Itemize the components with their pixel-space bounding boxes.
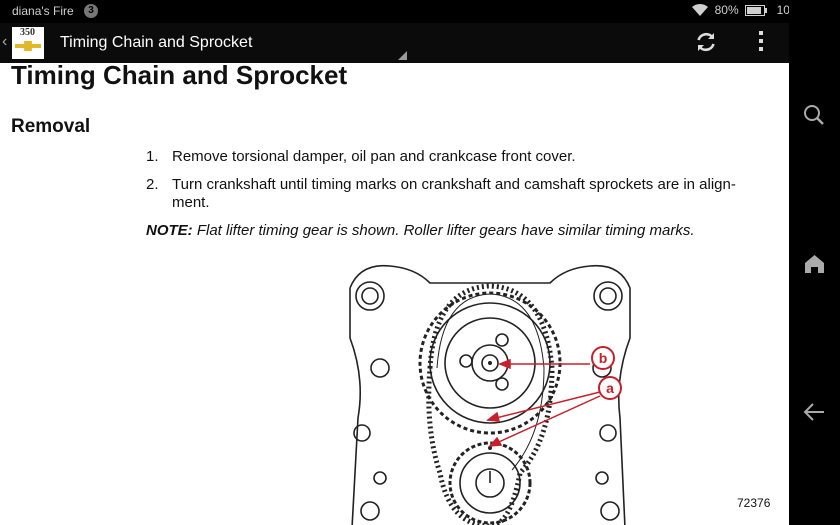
note-label: NOTE: [146, 222, 193, 239]
step-text-line1: Turn crankshaft until timing marks on cr… [172, 176, 736, 193]
document-view[interactable]: Timing Chain and Sprocket Removal 1. Rem… [0, 63, 789, 525]
bolt-hole [599, 424, 617, 442]
action-bar: ‹ 350 Timing Chain and Sprocket [0, 23, 789, 63]
bowtie-icon [15, 41, 41, 51]
callout-b-label: b [599, 350, 608, 366]
figure-reference: 72376 [737, 496, 771, 510]
document-heading: Timing Chain and Sprocket [11, 63, 348, 90]
callout-lines [486, 358, 601, 447]
step-text: Remove torsional damper, oil pan and cra… [172, 148, 576, 165]
crankshaft-sprocket [448, 441, 532, 525]
battery-icon [744, 4, 767, 16]
search-icon[interactable] [789, 103, 840, 127]
home-icon[interactable] [789, 252, 840, 276]
engine-block-outline [349, 264, 631, 525]
bolt-hole [593, 281, 623, 311]
device-owner: diana's Fire [12, 4, 74, 18]
camshaft-sprocket [418, 291, 562, 435]
notification-badge[interactable]: 3 [84, 4, 98, 18]
timing-chain [426, 283, 555, 525]
refresh-icon[interactable] [694, 30, 718, 54]
page-title[interactable]: Timing Chain and Sprocket [60, 34, 253, 51]
bolt-hole [355, 281, 385, 311]
overflow-menu-icon[interactable] [756, 31, 766, 55]
navigation-bar [789, 0, 840, 525]
note-text: Flat lifter timing gear is shown. Roller… [192, 222, 695, 239]
step-number: 1. [146, 148, 159, 165]
battery-percent: 80% [714, 3, 739, 17]
status-bar: diana's Fire 3 80% 10:57 PM [0, 0, 840, 23]
timing-gear-diagram: b a [349, 264, 631, 525]
wifi-icon [691, 3, 708, 17]
back-icon[interactable] [789, 400, 840, 424]
app-logo-number: 350 [20, 27, 35, 38]
up-caret-icon[interactable]: ‹ [2, 33, 8, 50]
step-number: 2. [146, 176, 159, 193]
callout-b [591, 346, 615, 370]
callout-a-label: a [606, 380, 614, 396]
dropdown-indicator-icon[interactable] [398, 51, 407, 60]
bolt-hole [353, 424, 371, 442]
section-heading: Removal [11, 116, 91, 137]
app-logo[interactable]: 350 [12, 27, 44, 59]
callout-a [598, 376, 622, 400]
note: NOTE: Flat lifter timing gear is shown. … [146, 222, 695, 239]
bolt-hole [370, 358, 390, 378]
step-text-line2: ment. [172, 194, 210, 211]
